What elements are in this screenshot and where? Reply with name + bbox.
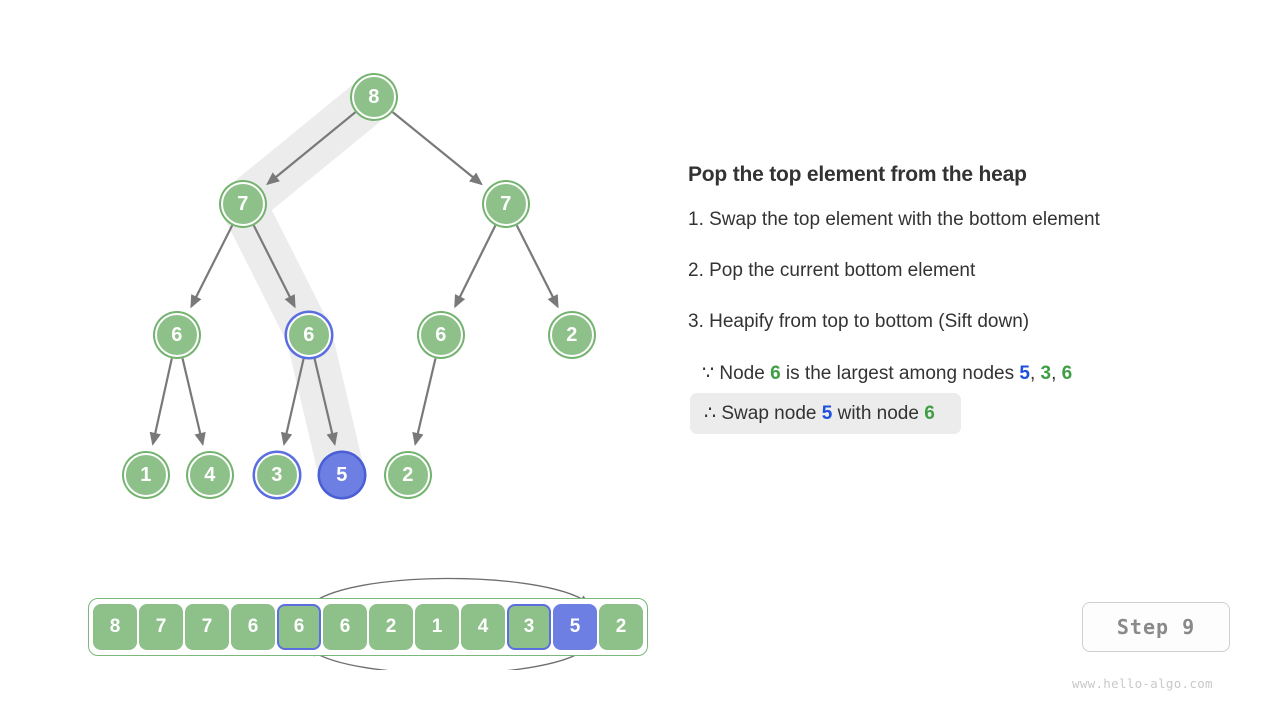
therefore-symbol: ∴: [704, 403, 717, 424]
reason-text-1: Node: [714, 363, 771, 384]
conclusion-node-a: 5: [821, 403, 833, 424]
because-symbol: ∵: [702, 363, 715, 384]
reason-sep-2: ,: [1051, 363, 1062, 384]
tree-edge: [181, 358, 206, 446]
array-cell: 5: [553, 604, 597, 650]
reason-node-a: 6: [770, 363, 781, 384]
conclusion-text-1: Swap node: [716, 403, 822, 424]
page-title: Pop the top element from the heap: [688, 163, 1027, 186]
tree-node: 2: [550, 313, 594, 357]
array-cell: 1: [415, 604, 459, 650]
conclusion-text-2: with node: [832, 403, 925, 424]
tree-edge: [454, 225, 497, 309]
tree-node: 4: [188, 453, 232, 497]
step-badge: Step 9: [1082, 602, 1230, 652]
tree-edge: [515, 224, 559, 309]
array-cell: 8: [93, 604, 137, 650]
tree-node: 1: [124, 453, 168, 497]
tree-node: 3: [255, 453, 299, 497]
highlight-path: [220, 74, 397, 498]
tree-node: 8: [352, 75, 396, 119]
array-cell: 7: [185, 604, 229, 650]
tree-edge: [313, 358, 338, 446]
tree-edge: [412, 358, 437, 446]
tree-node: 6: [155, 313, 199, 357]
reason-node-d: 6: [1061, 363, 1073, 384]
watermark: www.hello-algo.com: [1072, 676, 1213, 691]
reason-line: ∵ Node 6 is the largest among nodes 5, 3…: [702, 362, 1248, 385]
tree-node: 6: [287, 313, 331, 357]
step-item-2: 2. Pop the current bottom element: [688, 260, 976, 281]
tree-edge: [149, 358, 173, 446]
reason-node-c: 3: [1040, 363, 1052, 384]
array-cell: 2: [369, 604, 413, 650]
step-item-1: 1. Swap the top element with the bottom …: [688, 209, 1100, 230]
tree-node: 2: [386, 453, 430, 497]
array-cell: 6: [323, 604, 367, 650]
reason-node-b: 5: [1019, 363, 1030, 384]
reason-text-2: is the largest among nodes: [780, 363, 1020, 384]
tree-node: 7: [221, 182, 265, 226]
array-cell: 7: [139, 604, 183, 650]
conclusion-line: ∴ Swap node 5 with node 6: [690, 393, 961, 434]
tree-edge: [266, 111, 357, 186]
tree-edge: [252, 224, 296, 309]
explanation-panel: Pop the top element from the heap 1. Swa…: [688, 163, 1248, 434]
array-cell: 2: [599, 604, 643, 650]
tree-node: 7: [484, 182, 528, 226]
tree-edges-svg: [149, 74, 559, 498]
tree-node: 6: [419, 313, 463, 357]
tree-edge-group: [149, 111, 559, 446]
tree-node: 5: [320, 453, 364, 497]
array-cell: 3: [507, 604, 551, 650]
tree-edge: [391, 111, 483, 186]
array-cell: 4: [461, 604, 505, 650]
step-item-3: 3. Heapify from top to bottom (Sift down…: [688, 311, 1030, 332]
conclusion-node-b: 6: [924, 403, 935, 424]
tree-edge: [281, 358, 305, 446]
array-cell: 6: [231, 604, 275, 650]
tree-edge: [190, 224, 234, 309]
array-cell: 6: [277, 604, 321, 650]
reason-sep-1: ,: [1029, 363, 1041, 384]
